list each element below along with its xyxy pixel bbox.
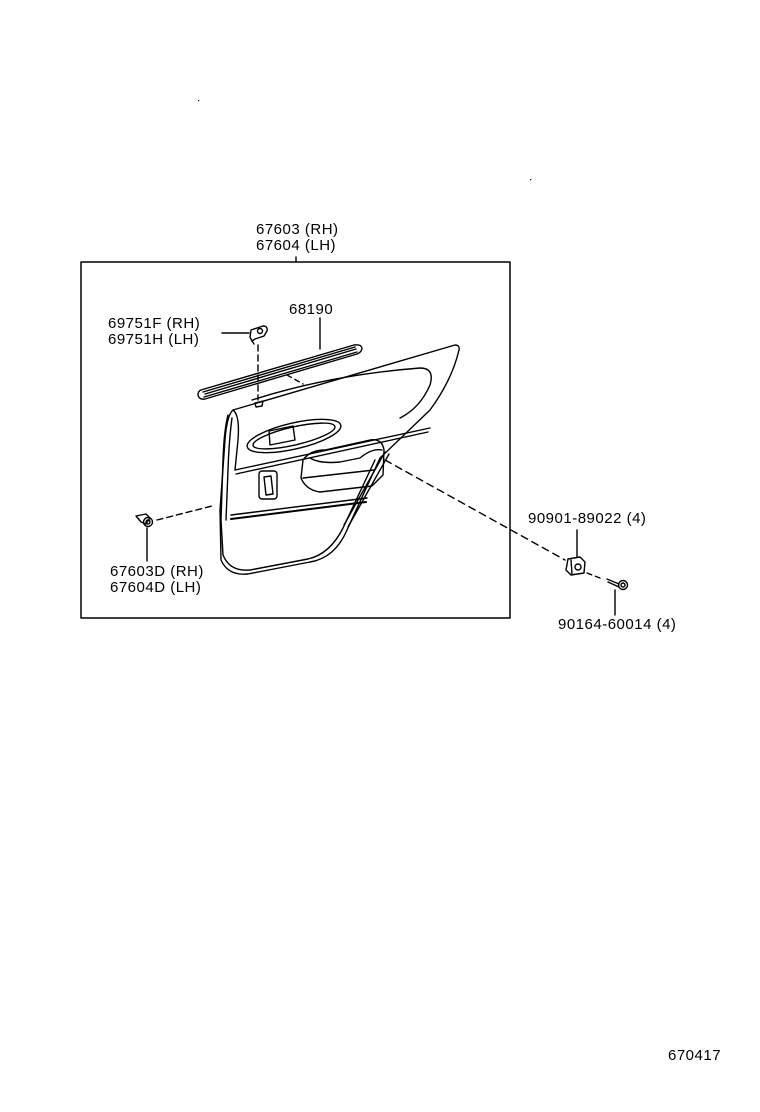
callout-line: 69751H (LH) (108, 331, 200, 348)
callout-line: 90164-60014 (4) (558, 616, 677, 633)
clip-69751[interactable] (249, 325, 268, 345)
weatherstrip-68190[interactable] (197, 344, 363, 400)
nut-90901-89022[interactable] (565, 556, 586, 576)
callout-line: 67603D (RH) (110, 563, 204, 580)
callout-line: 68190 (289, 301, 334, 318)
callout-clip-upper: 69751F (RH) 69751H (LH) (108, 316, 200, 348)
callout-nut: 90901-89022 (4) (528, 511, 646, 527)
callout-screw: 90164-60014 (4) (558, 617, 676, 633)
door-trim-board-67603[interactable] (219, 344, 460, 575)
callout-line: 67603 (RH) (256, 221, 339, 238)
callout-line: 69751F (RH) (108, 315, 201, 332)
clip-67603D[interactable] (135, 513, 154, 528)
callout-line: 67604D (LH) (110, 579, 202, 596)
callout-line: 67604 (LH) (256, 237, 337, 254)
callout-door-trim-board: 67603 (RH) 67604 (LH) (256, 222, 339, 254)
figure-id: 670417 (668, 1047, 722, 1064)
screw-90164-60014[interactable] (606, 578, 629, 591)
callout-weatherstrip: 68190 (289, 302, 333, 318)
callout-clip-lower: 67603D (RH) 67604D (LH) (110, 564, 204, 596)
callout-line: 90901-89022 (4) (528, 510, 647, 527)
